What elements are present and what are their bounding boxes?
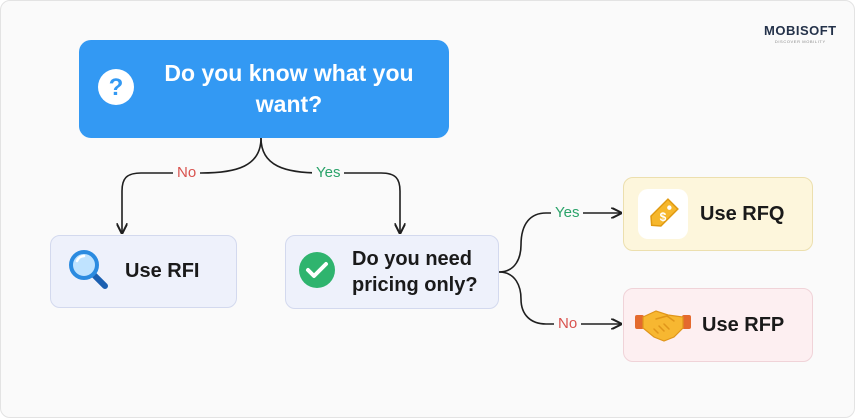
node-rfq-label: Use RFQ [700,202,785,225]
connector-know-yes [260,137,400,233]
edge-label-know-yes: Yes [312,164,345,182]
edge-label-know-no: No [173,164,201,182]
connector-pricing-no [498,271,621,324]
connector-pricing-yes [498,213,621,273]
node-pricing-label: Do you need pricing only? [352,248,478,296]
node-use-rfi: Use RFI [50,235,237,308]
node-rfi-label: Use RFI [125,260,200,282]
check-mark-icon [298,251,336,294]
mobisoft-logo: MOBISOFT DISCOVER MOBILITY [764,23,837,44]
node-rfp-label: Use RFP [702,313,785,336]
edge-label-pricing-no: No [554,315,582,333]
svg-text:$: $ [660,210,667,224]
edge-label-pricing-yes: Yes [551,204,584,222]
logo-wordmark: MOBISOFT [764,23,837,38]
logo-tagline: DISCOVER MOBILITY [774,39,826,44]
magnifying-glass-icon [67,248,109,295]
node-know-what-you-want: ? Do you know what you want? [79,40,449,138]
node-know-label: Do you know what you want? [164,60,414,117]
node-use-rfp: Use RFP [623,288,813,362]
question-mark-icon: ? [97,68,135,111]
handshake-icon [634,301,692,350]
node-use-rfq: $ Use RFQ [623,177,813,251]
connector-know-no [122,137,262,233]
price-tag-icon: $ [638,189,688,239]
node-pricing-only: Do you need pricing only? [285,235,499,309]
svg-text:?: ? [109,74,124,101]
